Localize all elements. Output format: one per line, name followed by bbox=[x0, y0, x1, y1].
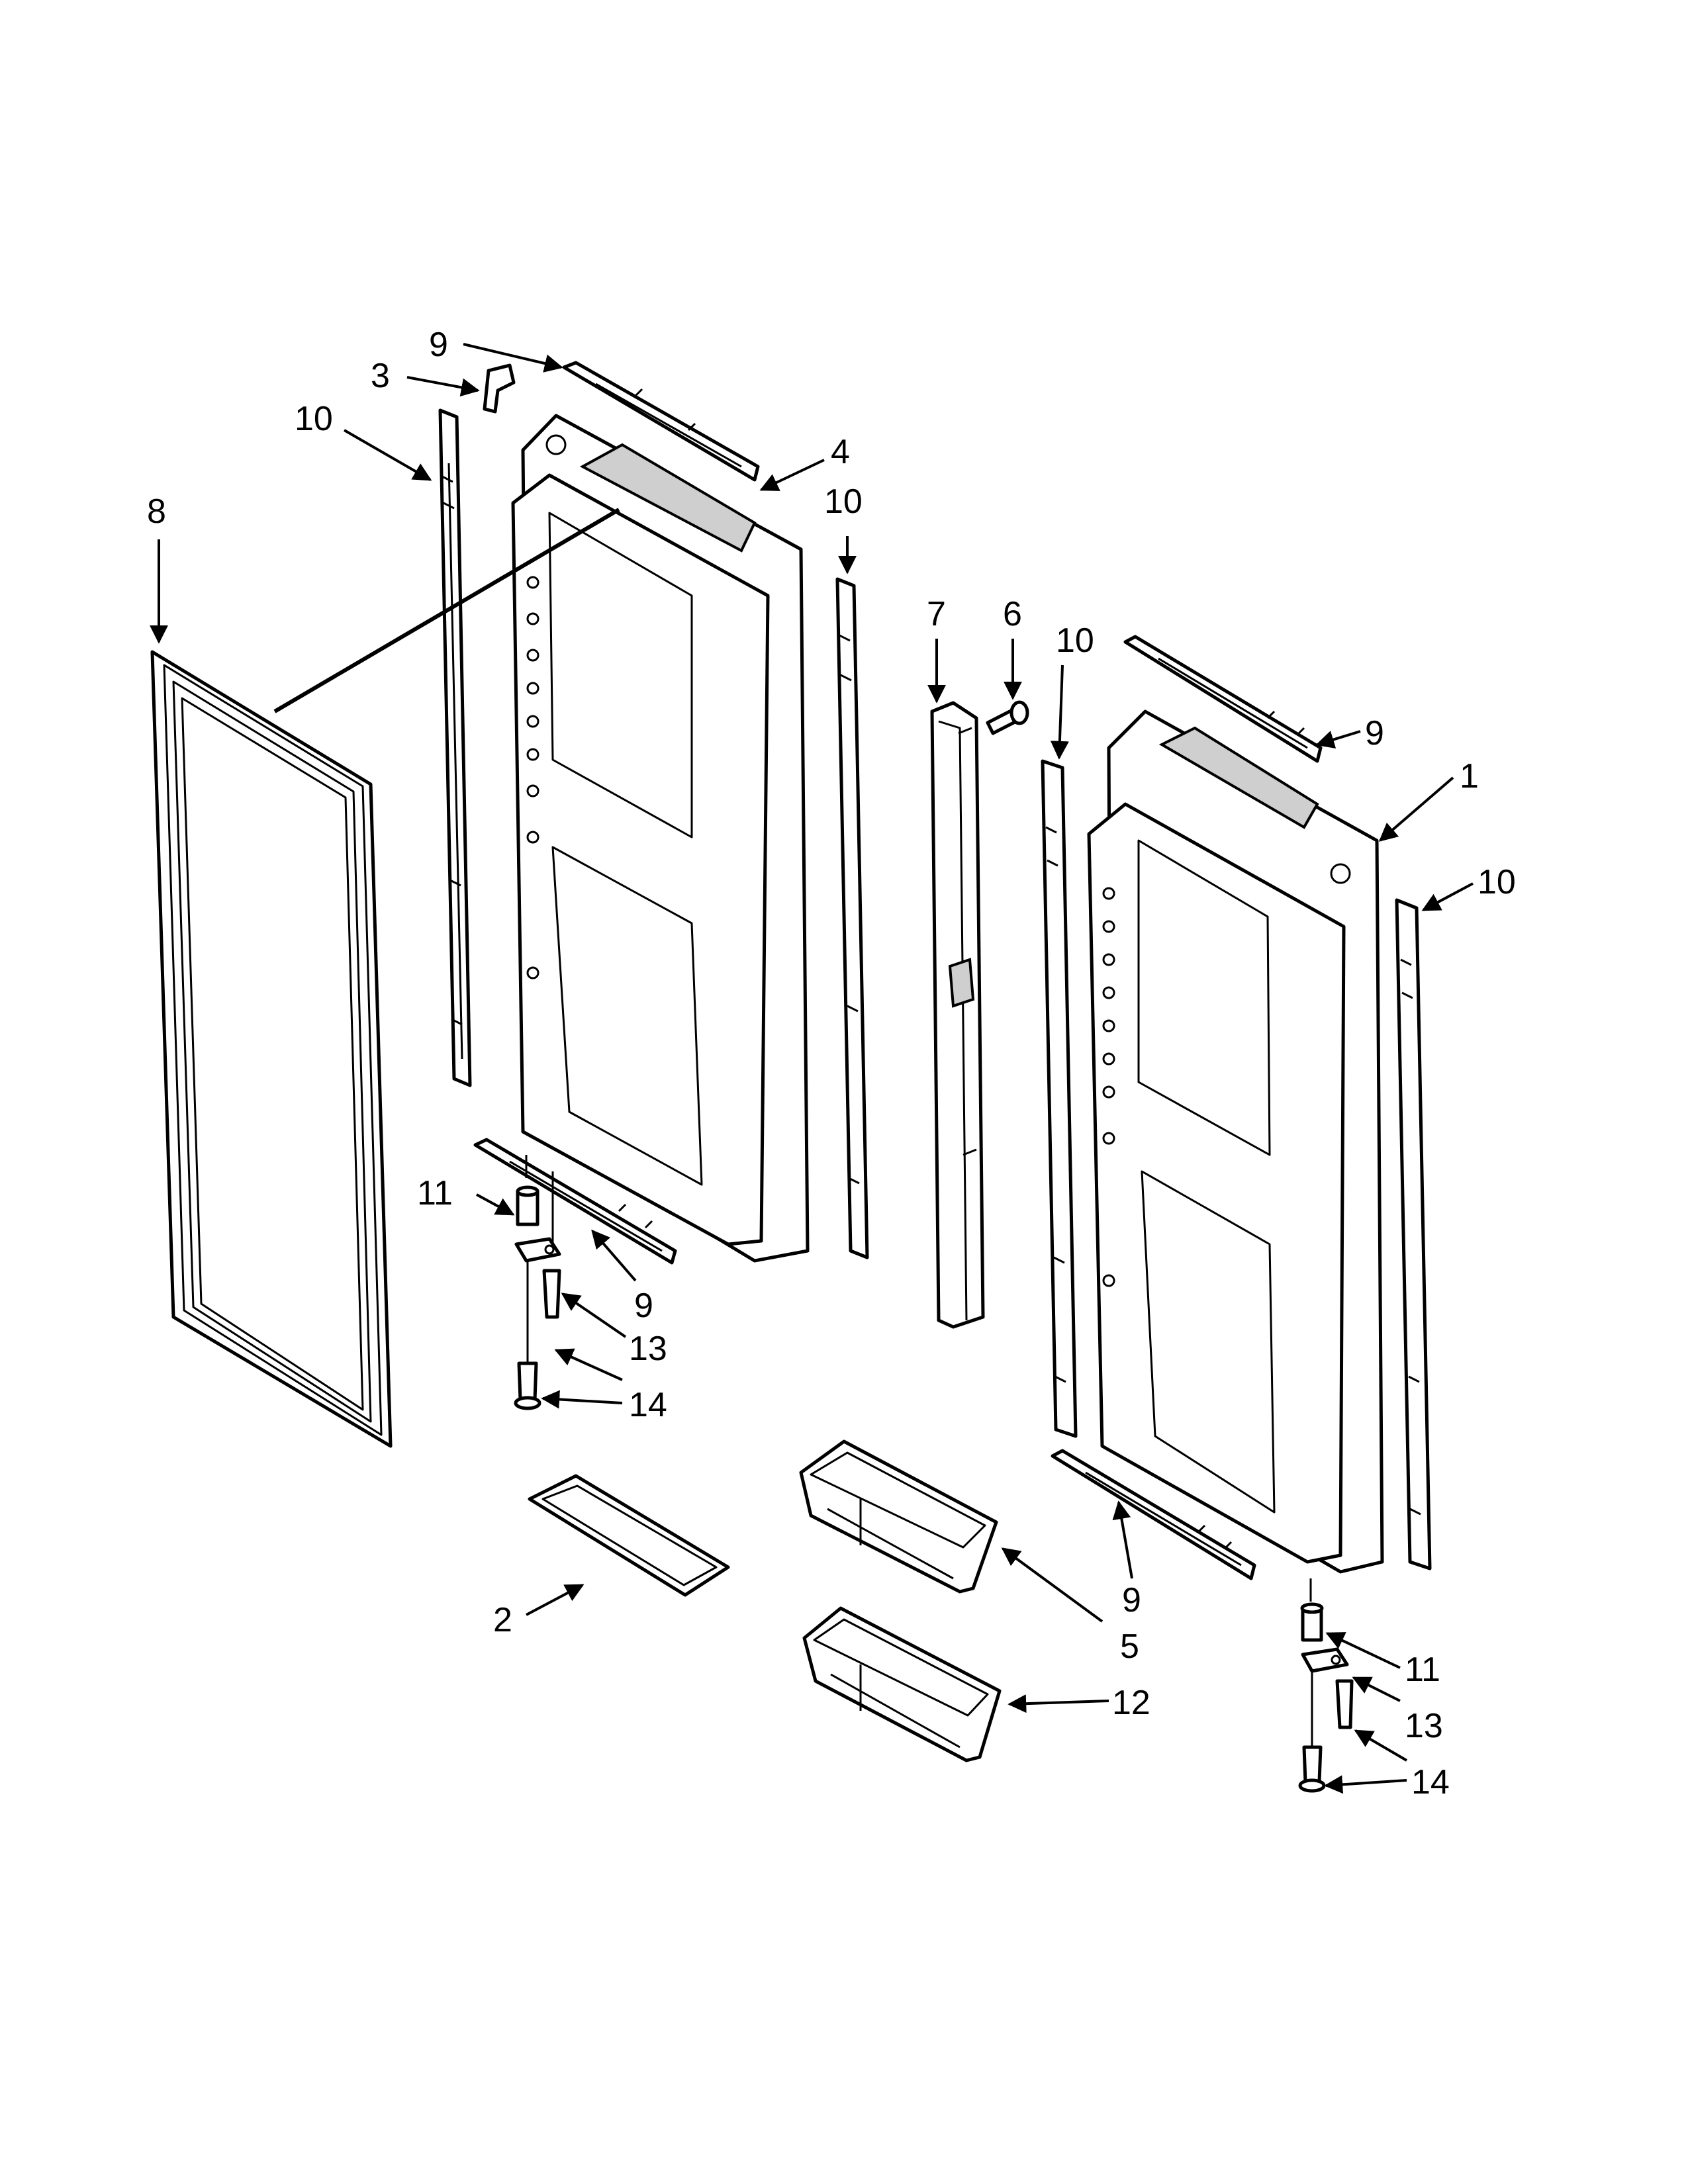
callout-11: 11 bbox=[417, 1174, 453, 1212]
door-gasket-part-8[interactable] bbox=[150, 650, 393, 1448]
callout-9: 9 bbox=[634, 1287, 653, 1325]
door-trim-part-9-top-left[interactable] bbox=[562, 361, 760, 482]
door-liner-part-4[interactable] bbox=[511, 414, 810, 1263]
callout-13: 13 bbox=[1405, 1707, 1443, 1745]
screw-part-6[interactable] bbox=[986, 700, 1029, 735]
callout-3: 3 bbox=[371, 357, 390, 395]
door-liner-part-1[interactable] bbox=[1087, 709, 1384, 1574]
leader-lines bbox=[150, 343, 1474, 1794]
callout-labels: 9 3 10 8 4 10 7 6 10 9 1 10 11 9 13 14 2… bbox=[147, 326, 1516, 1801]
flipper-mullion-part-7[interactable] bbox=[930, 701, 985, 1329]
hinge-stack-left[interactable] bbox=[514, 1155, 561, 1410]
door-clip-part-3[interactable] bbox=[483, 363, 516, 414]
gasket-connection-line bbox=[273, 508, 620, 713]
callout-14: 14 bbox=[629, 1386, 667, 1424]
door-trim-part-9-bottom-right[interactable] bbox=[1051, 1449, 1256, 1580]
callout-1: 1 bbox=[1460, 757, 1479, 796]
tray-part-2[interactable] bbox=[528, 1474, 730, 1597]
callout-2: 2 bbox=[493, 1601, 512, 1639]
callout-10: 10 bbox=[1056, 621, 1094, 660]
door-seal-strip-part-10-center[interactable] bbox=[835, 577, 869, 1259]
door-bin-part-12[interactable] bbox=[802, 1606, 1002, 1762]
callout-10: 10 bbox=[1477, 863, 1516, 901]
callout-4: 4 bbox=[831, 433, 850, 471]
callout-10: 10 bbox=[824, 482, 863, 521]
callout-5: 5 bbox=[1120, 1627, 1139, 1666]
door-bin-part-5[interactable] bbox=[799, 1439, 998, 1594]
door-seal-strip-part-10-right-outer[interactable] bbox=[1395, 898, 1432, 1570]
callout-9: 9 bbox=[429, 326, 448, 364]
callout-11: 11 bbox=[1405, 1651, 1440, 1689]
callout-13: 13 bbox=[629, 1330, 667, 1368]
callout-7: 7 bbox=[927, 595, 946, 633]
callout-10: 10 bbox=[295, 400, 333, 438]
callout-9: 9 bbox=[1122, 1581, 1141, 1619]
door-seal-strip-part-10-left[interactable] bbox=[438, 408, 472, 1087]
callout-9: 9 bbox=[1365, 714, 1384, 752]
door-seal-strip-part-10-right-inner[interactable] bbox=[1041, 759, 1078, 1438]
callout-6: 6 bbox=[1003, 595, 1022, 633]
callout-12: 12 bbox=[1112, 1684, 1150, 1722]
callout-14: 14 bbox=[1411, 1763, 1450, 1801]
hinge-stack-right[interactable] bbox=[1298, 1578, 1354, 1793]
callout-8: 8 bbox=[147, 492, 166, 531]
